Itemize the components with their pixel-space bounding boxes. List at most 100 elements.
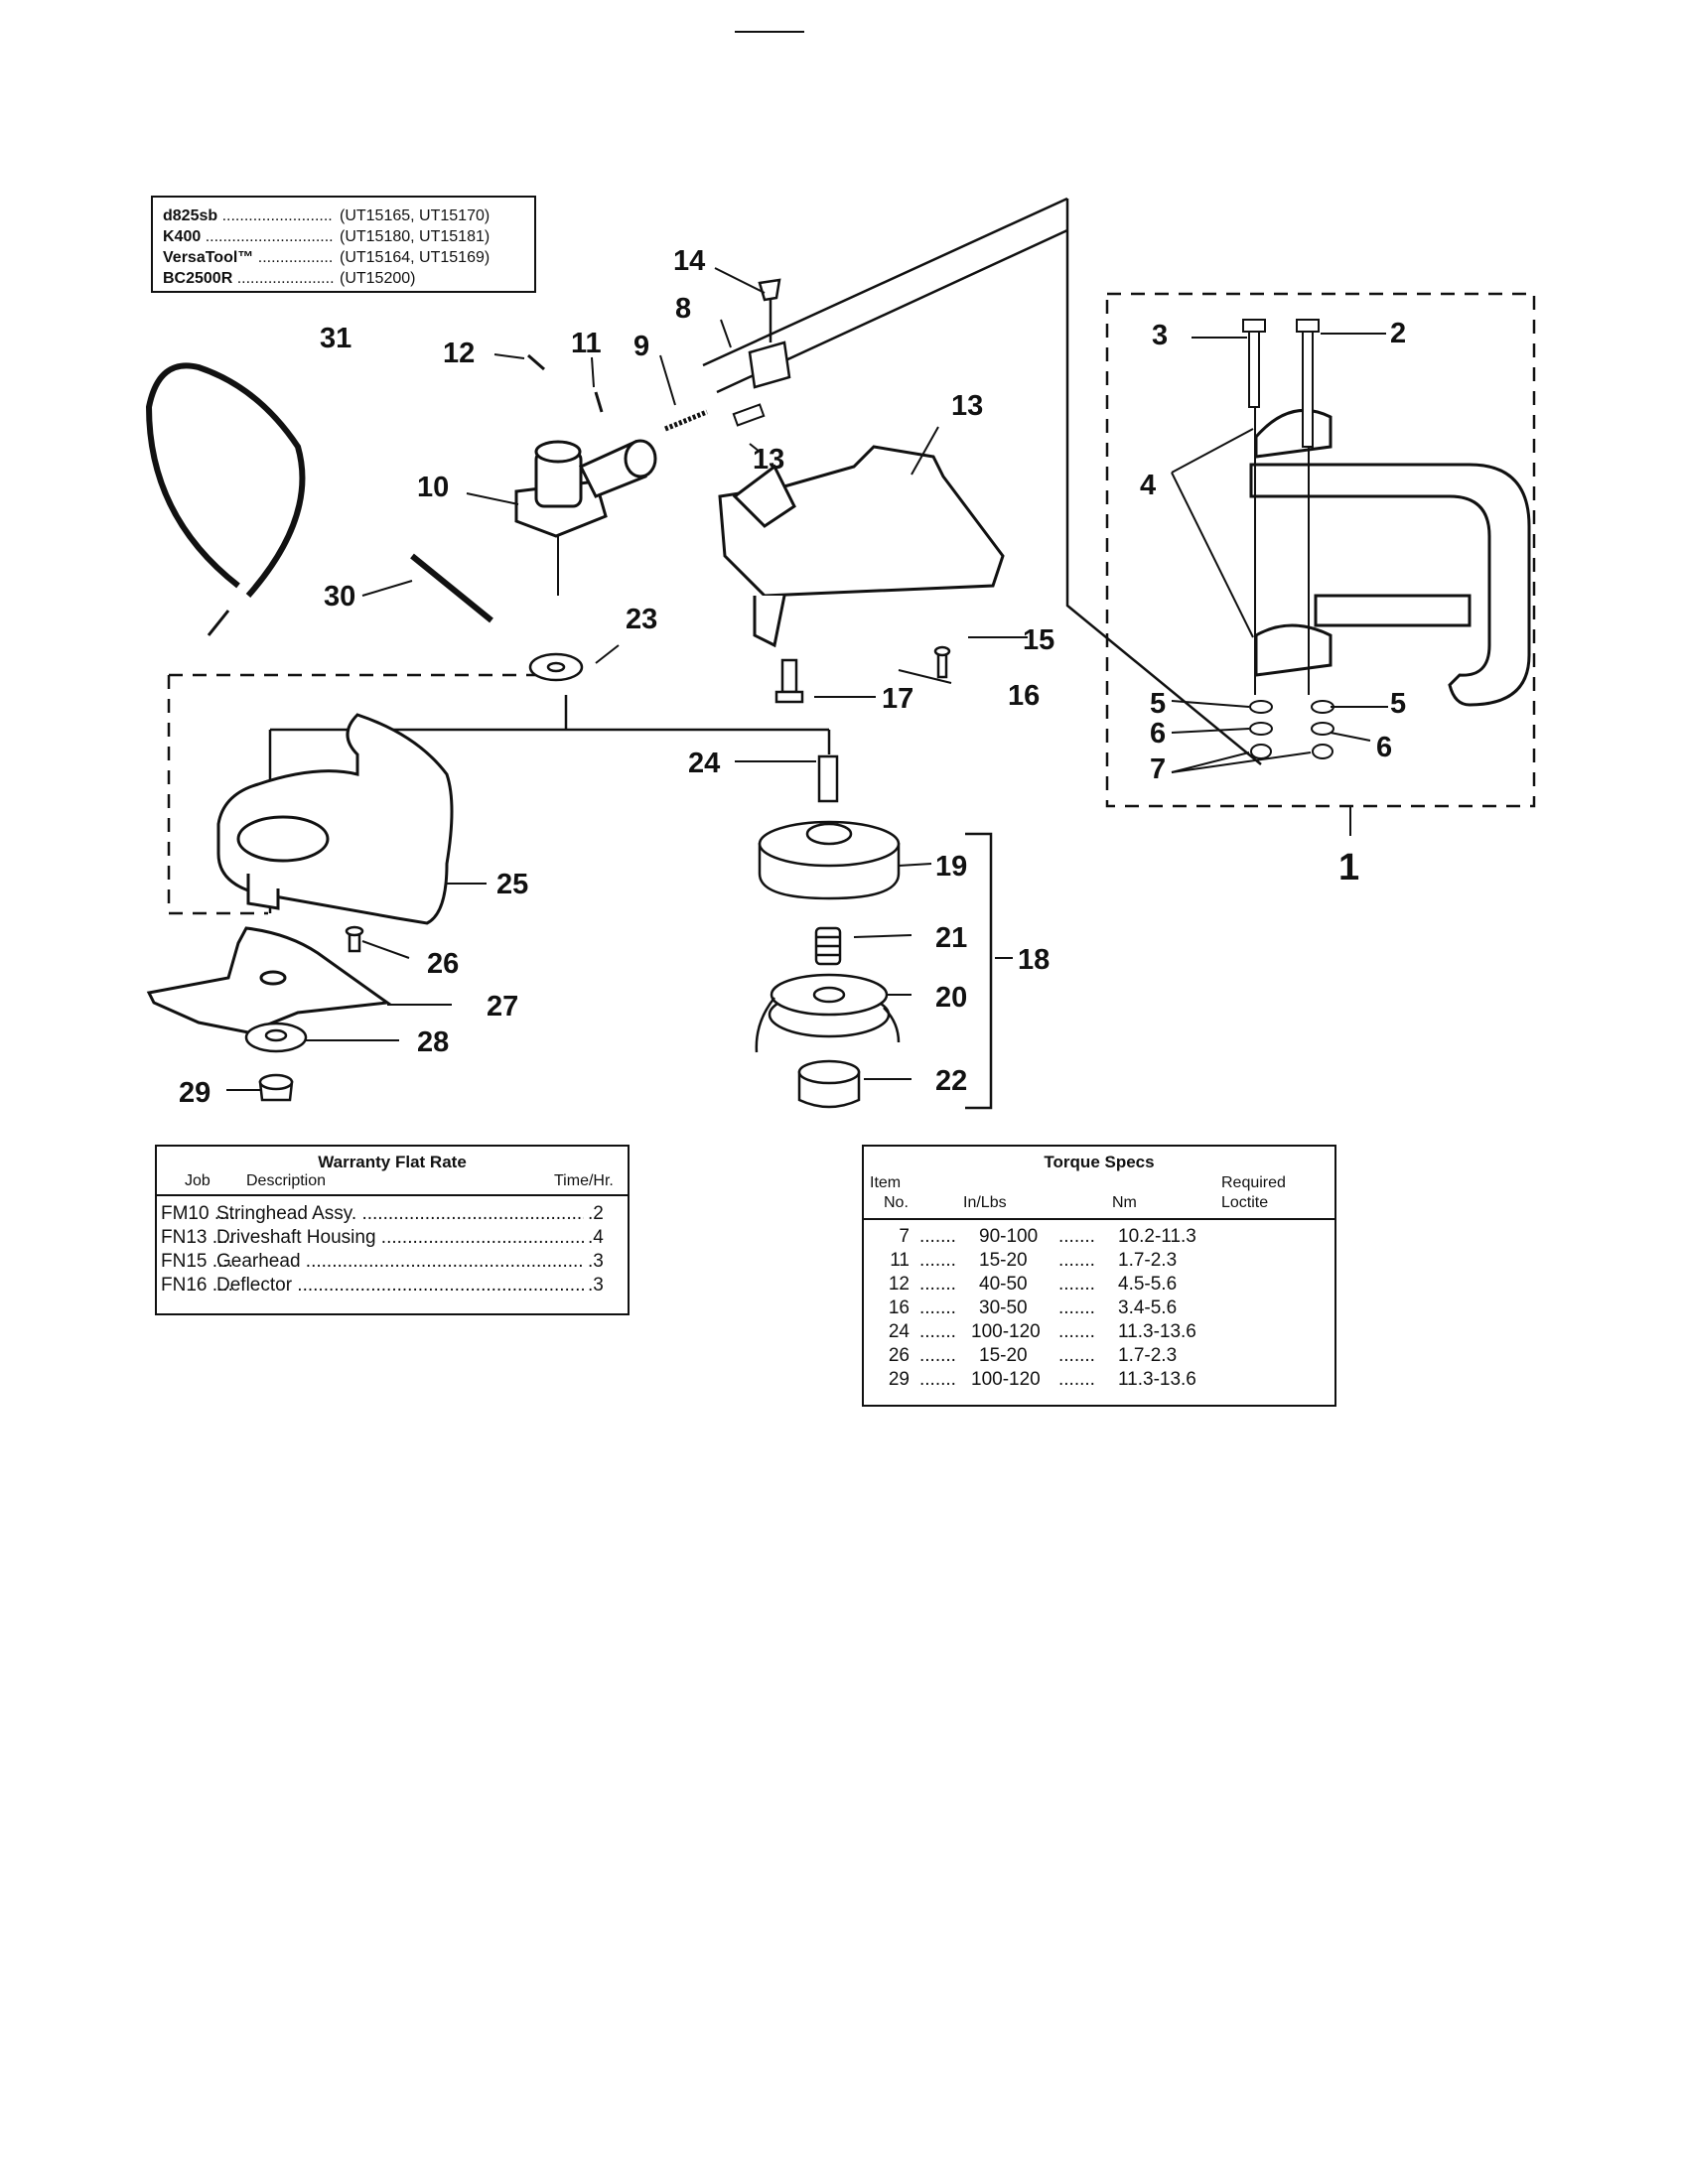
item-no: 7	[899, 1226, 910, 1247]
screw-11-icon	[594, 391, 604, 413]
item-no: 12	[888, 1274, 910, 1295]
job-description: Driveshaft Housing	[216, 1226, 584, 1250]
callout-16: 16	[1008, 680, 1040, 712]
col-job: Job	[185, 1172, 210, 1189]
loop-handle-icon	[1249, 408, 1531, 707]
model-name: BC2500R	[163, 268, 334, 289]
callout-10: 10	[417, 472, 449, 503]
item-no: 26	[888, 1345, 910, 1366]
nm-value: 10.2-11.3	[1118, 1226, 1196, 1247]
job-rate: .4	[588, 1227, 604, 1248]
callout-5a: 5	[1150, 688, 1166, 720]
job-description: Gearhead	[216, 1250, 584, 1274]
callout-6b: 6	[1376, 732, 1392, 763]
model-row: K400(UT15180, UT15181)	[163, 226, 534, 247]
callout-25: 25	[496, 869, 528, 900]
col-inlbs: In/Lbs	[963, 1194, 1007, 1211]
callout-27: 27	[487, 991, 518, 1023]
job-code: FM10 ....	[161, 1203, 235, 1224]
torque-table: Torque Specs Item No. In/Lbs Nm Required…	[862, 1145, 1336, 1407]
model-name: VersaTool™	[163, 247, 334, 268]
nut-7b-icon	[1312, 744, 1333, 759]
model-codes: (UT15200)	[340, 270, 416, 287]
table-row: 11 15-20 1.7-2.3	[864, 1250, 1334, 1274]
bolt-17-icon	[780, 658, 798, 694]
drive-shaft-9-icon	[664, 409, 708, 432]
nm-value: 3.4-5.6	[1118, 1297, 1178, 1318]
inlbs-value: 40-50	[979, 1274, 1028, 1295]
torque-header: Item No. In/Lbs Nm Required Loctite	[864, 1172, 1334, 1220]
spool-housing-19-icon	[758, 820, 901, 900]
table-row: FN13 ....Driveshaft Housing.4	[161, 1226, 628, 1250]
callout-12: 12	[443, 338, 475, 369]
model-row: BC2500R (UT15200)	[163, 268, 534, 289]
handle-assembly-box	[1105, 292, 1536, 808]
col-item: Item	[870, 1174, 902, 1191]
callout-7: 7	[1150, 753, 1166, 785]
callout-6a: 6	[1150, 718, 1166, 750]
model-name: d825sb	[163, 205, 334, 226]
model-codes: (UT15180, UT15181)	[340, 228, 491, 245]
callout-18: 18	[1018, 944, 1050, 976]
col-loctite: Required	[1221, 1174, 1286, 1191]
washer-5b-icon	[1311, 700, 1334, 714]
inlbs-value: 15-20	[979, 1345, 1028, 1366]
job-rate: .2	[588, 1203, 604, 1224]
callout-29: 29	[179, 1077, 210, 1109]
table-row: 26 15-20 1.7-2.3	[864, 1345, 1334, 1369]
col-time: Time/Hr.	[554, 1172, 614, 1189]
model-row: d825sb (UT15165, UT15170)	[163, 205, 534, 226]
table-row: FM10 ....Stringhead Assy..2	[161, 1202, 628, 1226]
washer-6a-icon	[1249, 722, 1273, 736]
nm-value: 1.7-2.3	[1118, 1345, 1178, 1366]
table-row: FN16 ....Deflector.3	[161, 1274, 628, 1297]
rod-30-icon	[410, 553, 493, 623]
callout-21: 21	[935, 922, 967, 954]
washer-5a-icon	[1249, 700, 1273, 714]
inlbs-value: 15-20	[979, 1250, 1028, 1271]
callout-31: 31	[320, 323, 351, 354]
warranty-table: Warranty Flat Rate Job Description Time/…	[155, 1145, 630, 1315]
col-item-no: No.	[884, 1194, 909, 1211]
washer-6b-icon	[1311, 722, 1334, 736]
callout-26: 26	[427, 948, 459, 980]
callout-24: 24	[688, 748, 720, 779]
spring-21-icon	[814, 926, 842, 966]
shoulder-strap-icon	[145, 362, 306, 636]
job-code: FN16 ....	[161, 1275, 233, 1296]
callout-28: 28	[417, 1026, 449, 1058]
job-rate: .3	[588, 1251, 604, 1272]
job-code: FN15 ....	[161, 1251, 233, 1272]
nm-value: 1.7-2.3	[1118, 1250, 1178, 1271]
item-no: 11	[890, 1250, 910, 1271]
item-no: 24	[888, 1321, 910, 1342]
job-description: Stringhead Assy.	[216, 1202, 584, 1226]
table-row: 29100-12011.3-13.6	[864, 1369, 1334, 1393]
table-row: 24100-12011.3-13.6	[864, 1321, 1334, 1345]
gearhead-icon	[514, 439, 657, 596]
blade-icon	[146, 926, 392, 1034]
callout-23: 23	[626, 604, 657, 635]
callout-9: 9	[633, 331, 649, 362]
job-description: Deflector	[216, 1274, 584, 1297]
adapter-24-icon	[817, 754, 839, 803]
blade-guard-icon	[216, 713, 454, 925]
inlbs-value: 100-120	[971, 1321, 1041, 1342]
clamp-14-icon	[748, 278, 791, 389]
nm-value: 11.3-13.6	[1118, 1369, 1196, 1390]
model-table: d825sb (UT15165, UT15170) K400(UT15180, U…	[151, 196, 536, 293]
inlbs-value: 90-100	[979, 1226, 1039, 1247]
callout-4: 4	[1140, 470, 1156, 501]
debris-guard-icon	[718, 445, 1005, 648]
model-codes: (UT15165, UT15170)	[340, 207, 491, 224]
table-row: FN15 ....Gearhead.3	[161, 1250, 628, 1274]
inlbs-value: 30-50	[979, 1297, 1028, 1318]
callout-19: 19	[935, 851, 967, 883]
col-description: Description	[246, 1172, 327, 1189]
callout-13a: 13	[951, 390, 983, 422]
blade-group-dashed-line	[167, 673, 551, 915]
item-no: 16	[888, 1297, 910, 1318]
callout-2: 2	[1390, 318, 1406, 349]
screw-16-icon	[936, 651, 948, 679]
